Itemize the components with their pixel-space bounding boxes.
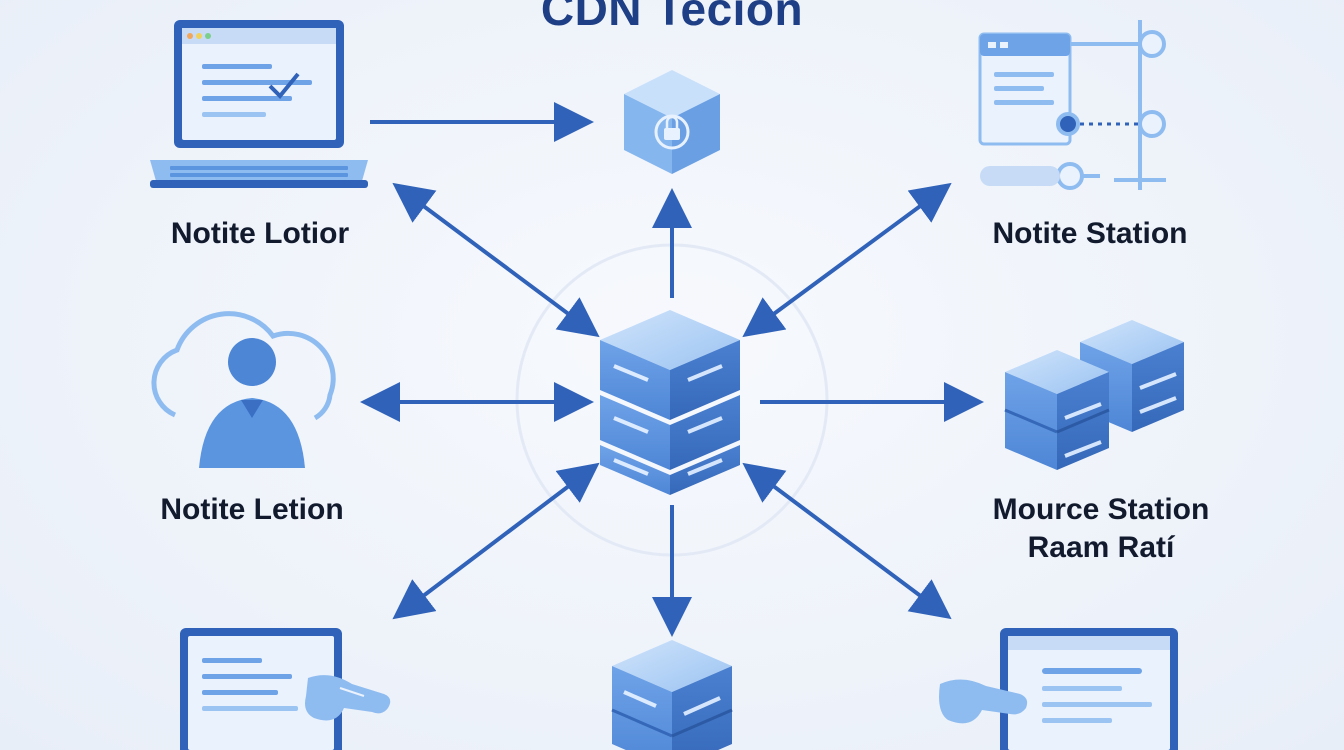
server-cluster-icon [1004, 320, 1184, 470]
connection-arrows [360, 102, 984, 637]
server-stack-icon [600, 310, 740, 495]
laptop-icon [150, 20, 368, 188]
diagram-title: CDN Tecion [540, 0, 804, 35]
label-mid-right-line2: Raam Ratí [1027, 531, 1175, 564]
secure-cube-icon [624, 70, 720, 174]
label-top-right: Notite Station [992, 217, 1188, 250]
laptop-hand-icon [180, 628, 391, 750]
network-panel-icon [978, 20, 1166, 190]
label-mid-right-line1: Mource Station [992, 493, 1210, 526]
label-mid-left: Notite Letion [160, 493, 344, 526]
arrow-center-top-left [392, 182, 600, 338]
arrow-center-bottom-right [742, 462, 952, 620]
label-top-left: Notite Lotior [170, 217, 350, 250]
arrow-center-bottom-left [392, 462, 600, 620]
server-icon [611, 640, 733, 750]
cloud-user-icon [151, 311, 336, 468]
monitor-hand-icon [939, 628, 1178, 750]
arrow-center-top-right [742, 182, 952, 338]
